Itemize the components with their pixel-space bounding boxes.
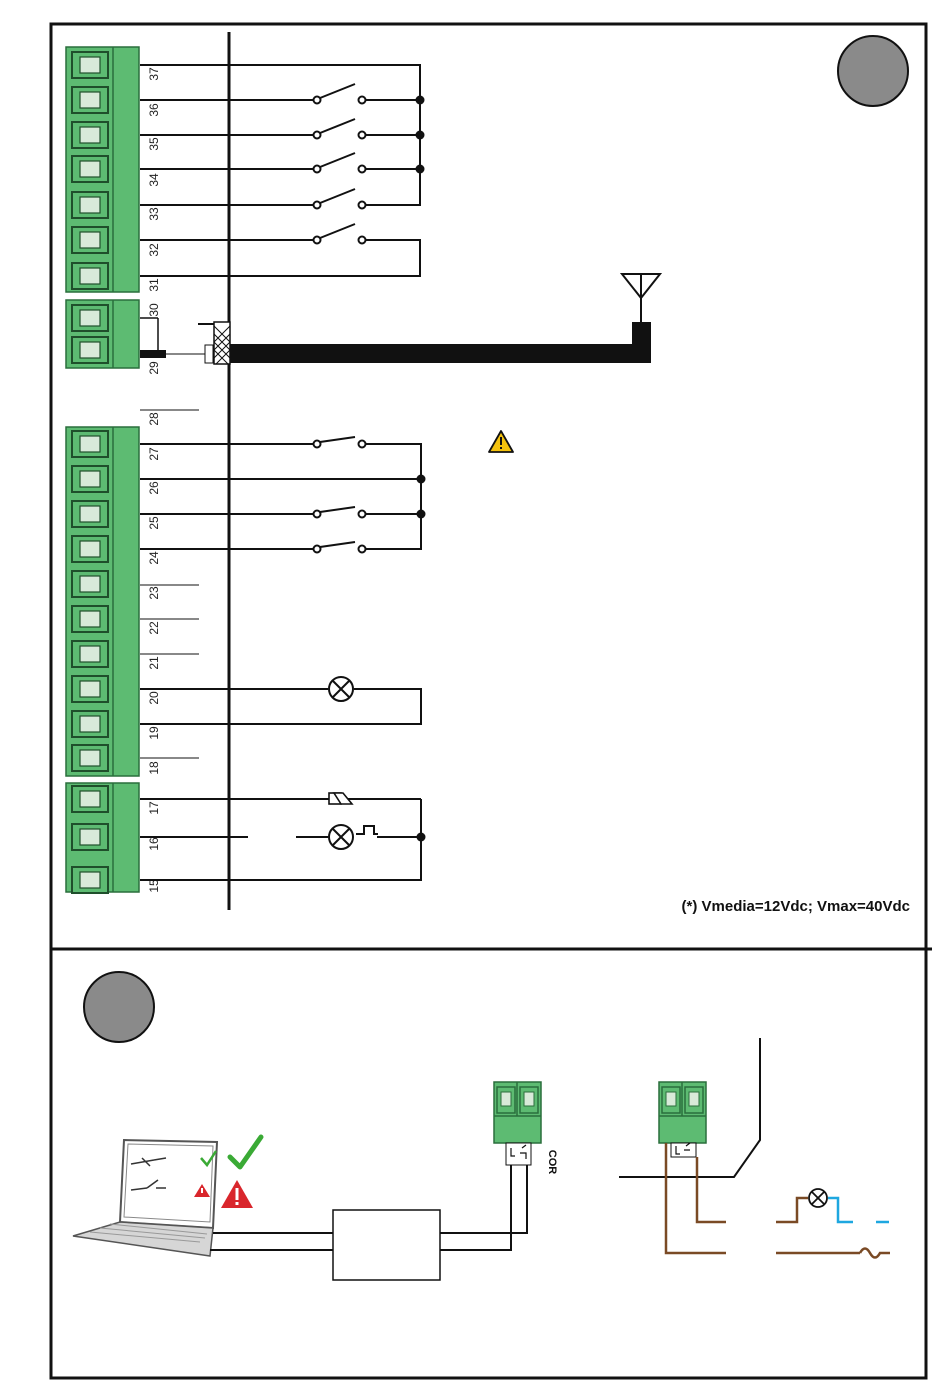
lamp-icon	[809, 1189, 827, 1207]
terminal-number: 25	[147, 516, 161, 530]
connector-label: COR	[546, 1150, 558, 1175]
terminal-screw	[80, 92, 100, 108]
unused-terminal-stubs	[140, 410, 199, 758]
terminal-number: 29	[147, 361, 161, 375]
terminal-number: 19	[147, 726, 161, 740]
terminal-screw	[80, 750, 100, 766]
antenna-cable	[140, 318, 651, 364]
panel-badge-upper	[838, 36, 908, 106]
terminal-screw	[80, 872, 100, 888]
check-icon	[230, 1137, 261, 1167]
terminal-screw	[80, 232, 100, 248]
pulse-icon	[356, 826, 378, 834]
terminal-screw	[80, 716, 100, 732]
terminal-screw	[80, 268, 100, 284]
wiring-37-31	[140, 65, 420, 276]
terminal-screw	[80, 436, 100, 452]
terminal-number: 20	[147, 691, 161, 705]
terminal-screw	[80, 506, 100, 522]
terminal-screw	[80, 576, 100, 592]
terminal-number: 21	[147, 656, 161, 670]
interface-module	[333, 1210, 440, 1280]
warning-icon	[489, 431, 513, 452]
wiring-17-15	[140, 799, 421, 880]
terminal-screw	[80, 127, 100, 143]
terminal-screw	[80, 342, 100, 358]
warning-icon	[221, 1180, 253, 1208]
terminal-screw	[80, 681, 100, 697]
blue-wires	[828, 1198, 889, 1222]
wiring-27-24	[140, 444, 421, 549]
terminal-screw	[80, 197, 100, 213]
lamp-icon	[329, 677, 353, 701]
terminal-number: 17	[147, 801, 161, 815]
switch-icon	[314, 437, 366, 553]
terminal-screw	[80, 310, 100, 326]
cor-connector	[494, 1082, 541, 1165]
terminal-screw	[80, 541, 100, 557]
terminal-screw-slots	[72, 52, 108, 893]
terminal-number: 15	[147, 879, 161, 893]
terminal-number: 22	[147, 621, 161, 635]
terminal-screw	[80, 611, 100, 627]
terminal-screw	[80, 57, 100, 73]
terminal-number: 28	[147, 412, 161, 426]
switch-icon	[314, 84, 366, 244]
terminal-number: 36	[147, 103, 161, 117]
terminal-number: 35	[147, 137, 161, 151]
voltage-note: (*) Vmedia=12Vdc; Vmax=40Vdc	[682, 898, 910, 915]
terminal-number: 30	[147, 303, 161, 317]
terminal-number: 33	[147, 207, 161, 221]
terminal-screw	[80, 471, 100, 487]
terminal-number: 26	[147, 481, 161, 495]
terminal-number: 32	[147, 243, 161, 257]
terminal-number: 18	[147, 761, 161, 775]
laptop-icon	[73, 1140, 217, 1256]
terminal-number: 34	[147, 173, 161, 187]
terminal-number: 27	[147, 447, 161, 461]
terminal-screw	[80, 646, 100, 662]
panel-badge-lower	[84, 972, 154, 1042]
terminal-number: 37	[147, 67, 161, 81]
terminal-number: 24	[147, 551, 161, 565]
terminal-number: 31	[147, 278, 161, 292]
junction-dot	[417, 833, 426, 842]
upper-panel-frame	[51, 24, 926, 949]
brown-wires	[666, 1143, 890, 1258]
terminal-number: 23	[147, 586, 161, 600]
terminal-screw	[80, 161, 100, 177]
terminal-screw	[80, 791, 100, 807]
wiring-20-19	[140, 689, 421, 724]
terminal-screw	[80, 829, 100, 845]
terminal-number: 16	[147, 837, 161, 851]
lamp-icon	[329, 825, 353, 849]
antenna-icon	[622, 274, 660, 322]
